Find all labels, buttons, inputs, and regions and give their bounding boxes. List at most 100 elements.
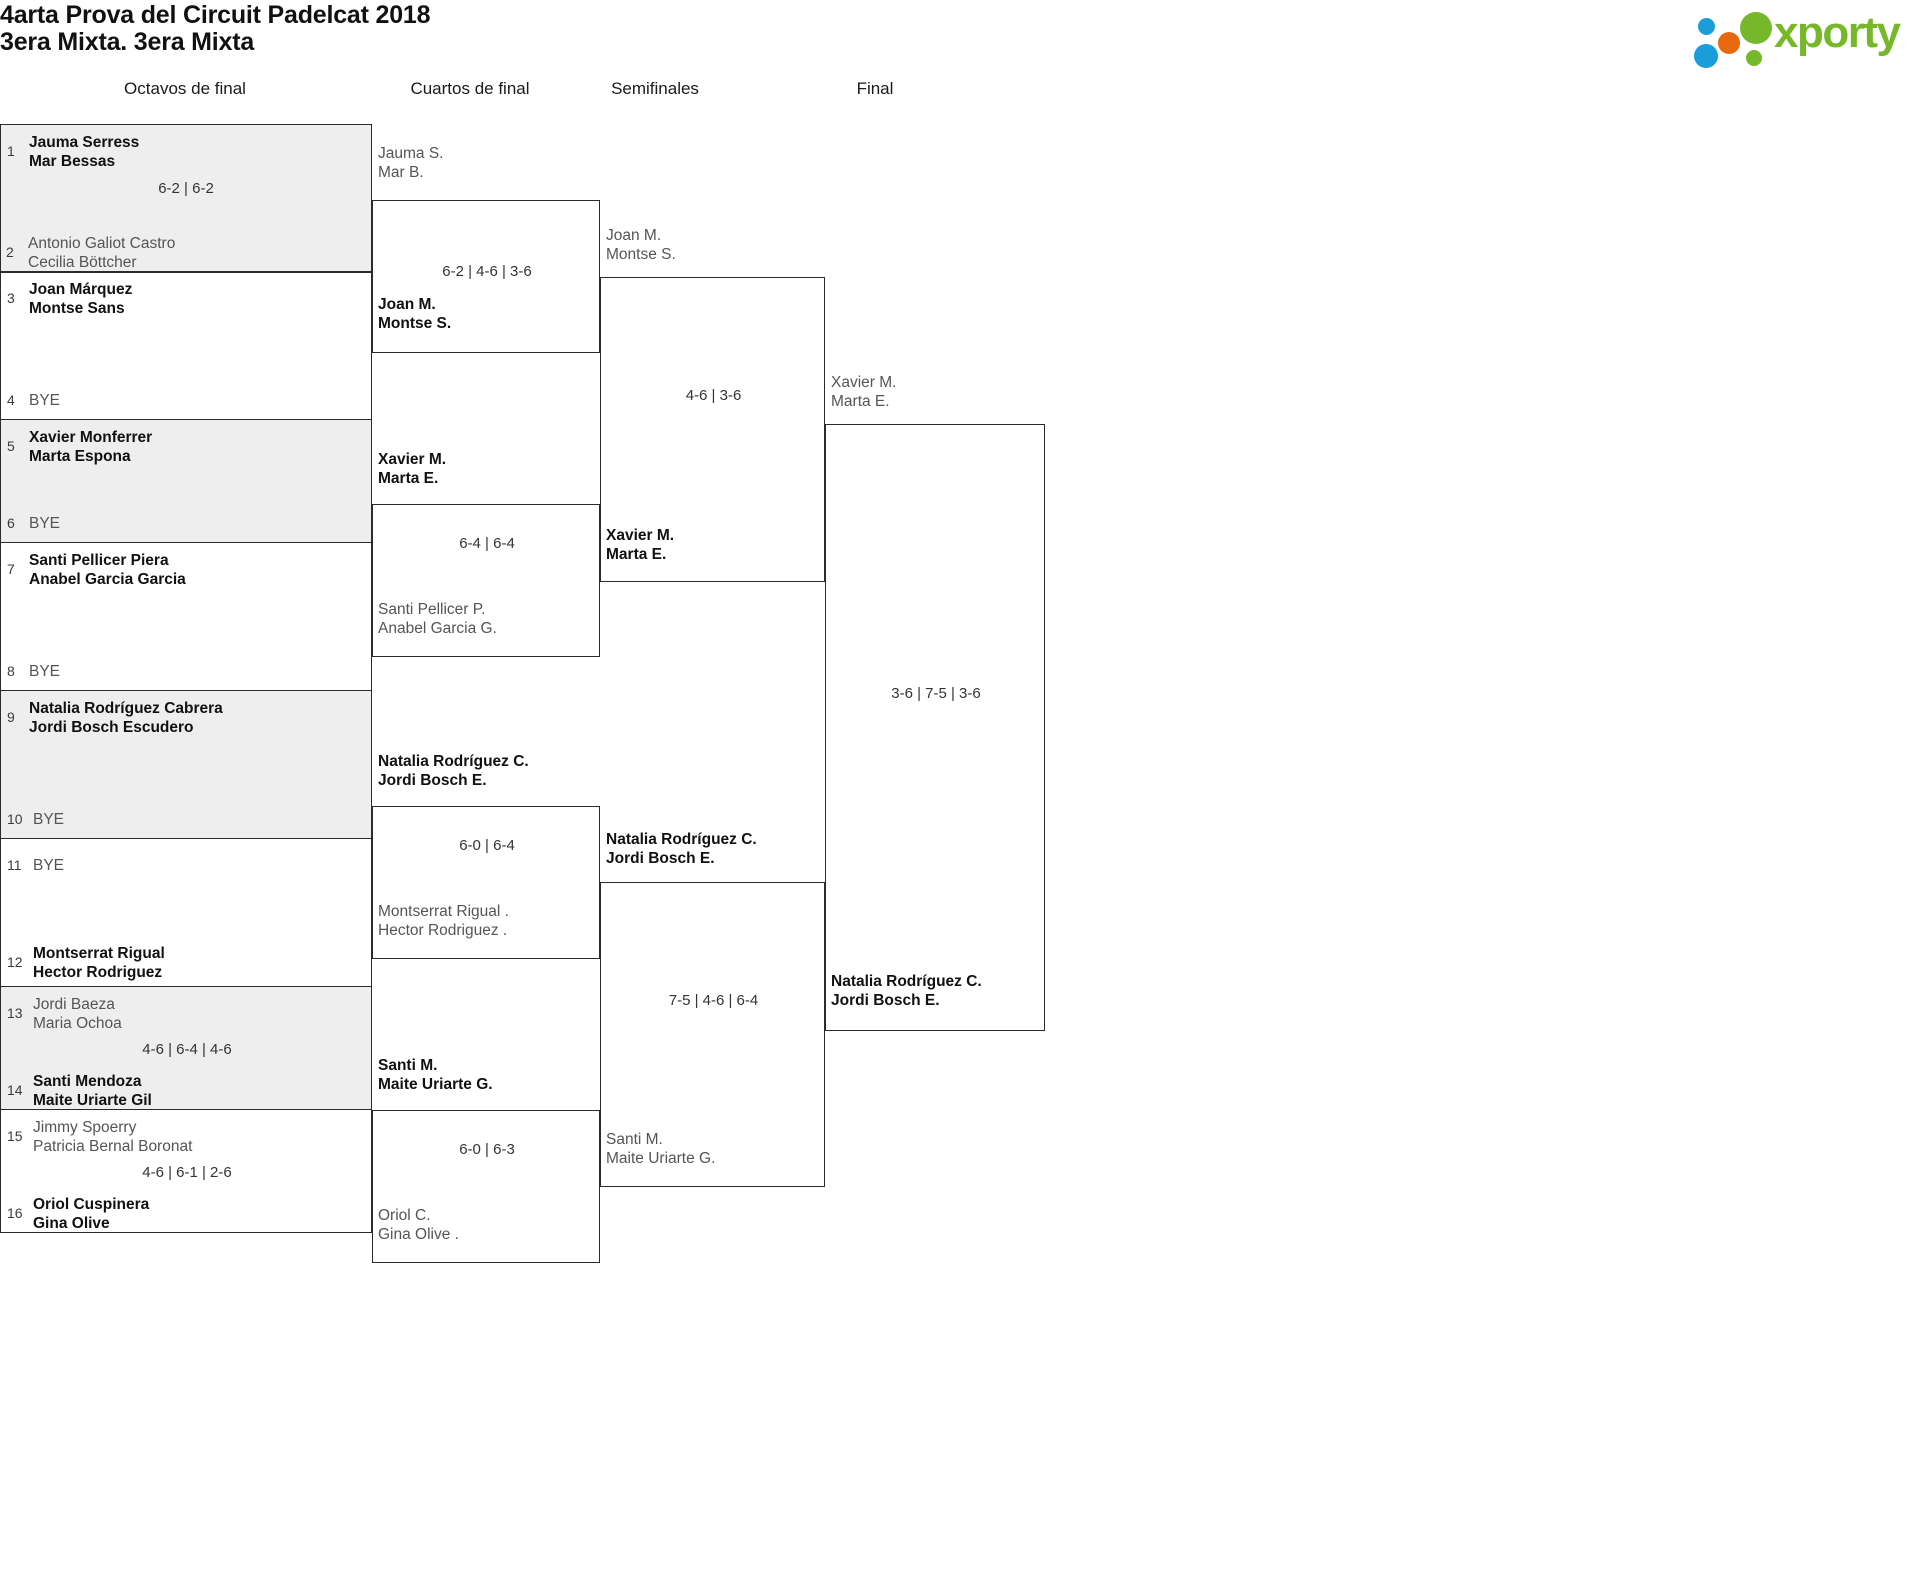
match-score: 3-6 | 7-5 | 3-6 [891, 685, 981, 702]
player-2: Anabel Garcia Garcia [29, 571, 186, 588]
player-1: Montserrat Rigual . [378, 903, 509, 920]
player-1: Santi M. [606, 1131, 663, 1148]
entry-players: Natalia Rodríguez Cabrera Jordi Bosch Es… [29, 699, 223, 737]
xporty-logo[interactable]: xporty [1692, 6, 1920, 68]
player-2: Cecilia Böttcher [28, 254, 137, 271]
player-2: Mar B. [378, 164, 424, 181]
seed-number: 5 [7, 438, 15, 454]
player-2: Patricia Bernal Boronat [33, 1138, 193, 1155]
entry-players: Jauma Serress Mar Bessas [29, 133, 139, 171]
match-score: 4-6 | 6-1 | 2-6 [142, 1164, 232, 1181]
final-match[interactable]: 3-6 | 7-5 | 3-6 [825, 424, 1045, 1031]
seed-number: 10 [7, 811, 23, 827]
player-1: Antonio Galiot Castro [28, 235, 176, 252]
player-2: Marta E. [378, 470, 439, 487]
bye-label: BYE [29, 663, 61, 680]
player-2: Jordi Bosch E. [831, 992, 940, 1009]
final-competitor-bottom-champion: Natalia Rodríguez C. Jordi Bosch E. [831, 972, 982, 1010]
entry-players: Santi Pellicer Piera Anabel Garcia Garci… [29, 551, 186, 589]
player-2: Marta E. [606, 546, 667, 563]
bracket-entry-15-16[interactable]: 15 Jimmy Spoerry Patricia Bernal Boronat… [0, 1110, 372, 1233]
logo-dot-green-large [1740, 12, 1772, 44]
player-1: Jimmy Spoerry [33, 1119, 137, 1136]
player-2: Montse S. [606, 246, 676, 263]
tournament-category: 3era Mixta. 3era Mixta [0, 28, 255, 56]
player-2: Gina Olive [33, 1215, 110, 1232]
quarterfinal-match-4[interactable]: 6-0 | 6-3 [372, 1110, 600, 1263]
quarterfinal-match-3[interactable]: 6-0 | 6-4 [372, 806, 600, 959]
entry-players: Jimmy Spoerry Patricia Bernal Boronat [33, 1118, 192, 1156]
bracket-entry-7-8[interactable]: 7 Santi Pellicer Piera Anabel Garcia Gar… [0, 543, 372, 691]
logo-dot-blue-top [1698, 18, 1715, 35]
bracket-entry-5-6[interactable]: 5 Xavier Monferrer Marta Espona 6 BYE [0, 420, 372, 543]
player-1: Natalia Rodríguez C. [831, 973, 982, 990]
sf1-competitor-bottom: Xavier M. Marta E. [606, 526, 674, 564]
bye-label: BYE [29, 392, 61, 409]
seed-number: 4 [7, 392, 15, 408]
qf1-competitor-top: Jauma S. Mar B. [378, 144, 443, 182]
bracket-entry-1[interactable]: 1 Jauma Serress Mar Bessas [0, 124, 372, 272]
quarterfinal-match-2[interactable]: 6-4 | 6-4 [372, 504, 600, 657]
player-2: Maite Uriarte G. [606, 1150, 716, 1167]
player-2: Marta E. [831, 393, 890, 410]
player-1: Jauma Serress [29, 134, 140, 151]
semifinal-match-2[interactable]: 7-5 | 4-6 | 6-4 [600, 882, 825, 1187]
round-header-octavos: Octavos de final [124, 79, 246, 98]
player-1: Joan M. [606, 227, 662, 244]
bracket-entry-9-10[interactable]: 9 Natalia Rodríguez Cabrera Jordi Bosch … [0, 691, 372, 839]
logo-wordmark: xporty [1774, 8, 1901, 57]
player-1: Natalia Rodríguez C. [378, 753, 529, 770]
player-1: Natalia Rodríguez Cabrera [29, 700, 223, 717]
player-2: Jordi Bosch Escudero [29, 719, 194, 736]
qf1-competitor-bottom: Joan M. Montse S. [378, 295, 451, 333]
match-score: 4-6 | 3-6 [685, 387, 742, 404]
seed-number: 3 [7, 290, 15, 306]
player-2: Maite Uriarte G. [378, 1076, 493, 1093]
entry-players: Xavier Monferrer Marta Espona [29, 428, 152, 466]
player-1: Xavier M. [378, 451, 447, 468]
bracket-entry-13-14[interactable]: 13 Jordi Baeza Maria Ochoa 4-6 | 6-4 | 4… [0, 987, 372, 1110]
bracket-entry-2-body[interactable]: 2 Antonio Galiot Castro Cecilia Böttcher… [0, 124, 372, 272]
player-1: Xavier Monferrer [29, 429, 153, 446]
quarterfinal-match-1[interactable]: 6-2 | 4-6 | 3-6 [372, 200, 600, 353]
seed-number: 1 [7, 143, 15, 159]
seed-number: 2 [6, 244, 14, 260]
bracket-entry-11-12[interactable]: 11 BYE 12 Montserrat Rigual Hector Rodri… [0, 839, 372, 987]
player-2: Maite Uriarte Gil [33, 1092, 152, 1109]
player-1: Xavier M. [606, 527, 675, 544]
match-score: 6-2 | 6-2 [158, 180, 214, 197]
bye-label: BYE [33, 811, 65, 828]
semifinal-match-1[interactable]: 4-6 | 3-6 [600, 277, 825, 582]
qf3-competitor-bottom: Montserrat Rigual . Hector Rodriguez . [378, 902, 509, 940]
match-score: 4-6 | 6-4 | 4-6 [142, 1041, 232, 1058]
qf4-competitor-top: Santi M. Maite Uriarte G. [378, 1056, 493, 1094]
player-2: Marta Espona [29, 448, 131, 465]
qf2-competitor-top: Xavier M. Marta E. [378, 450, 446, 488]
player-2: Anabel Garcia G. [378, 620, 497, 637]
player-1: Joan M. [378, 296, 436, 313]
entry-players: Santi Mendoza Maite Uriarte Gil [33, 1072, 152, 1110]
final-competitor-top: Xavier M. Marta E. [831, 373, 896, 411]
bye-label: BYE [29, 515, 61, 532]
player-1: Natalia Rodríguez C. [606, 831, 757, 848]
player-1: Santi Mendoza [33, 1073, 142, 1090]
entry-players: Joan Márquez Montse Sans [29, 280, 132, 318]
entry-players: Montserrat Rigual Hector Rodriguez [33, 944, 165, 982]
match-score: 6-0 | 6-3 [459, 1141, 515, 1158]
match-score: 6-4 | 6-4 [459, 535, 515, 552]
player-2: Jordi Bosch E. [378, 772, 487, 789]
seed-number: 8 [7, 663, 15, 679]
round-header-cuartos: Cuartos de final [410, 79, 530, 98]
player-2: Hector Rodriguez . [378, 922, 508, 939]
player-1: Xavier M. [831, 374, 897, 391]
seed-number: 14 [7, 1082, 23, 1098]
bracket-entry-3-4[interactable]: 3 Joan Márquez Montse Sans 4 BYE [0, 272, 372, 420]
player-2: Hector Rodriguez [33, 964, 163, 981]
qf3-competitor-top: Natalia Rodríguez C. Jordi Bosch E. [378, 752, 529, 790]
sf2-competitor-top: Natalia Rodríguez C. Jordi Bosch E. [606, 830, 757, 868]
player-2: Montse Sans [29, 300, 125, 317]
logo-dot-orange [1718, 32, 1740, 54]
seed-number: 13 [7, 1005, 23, 1021]
player-1: Santi Pellicer P. [378, 601, 486, 618]
